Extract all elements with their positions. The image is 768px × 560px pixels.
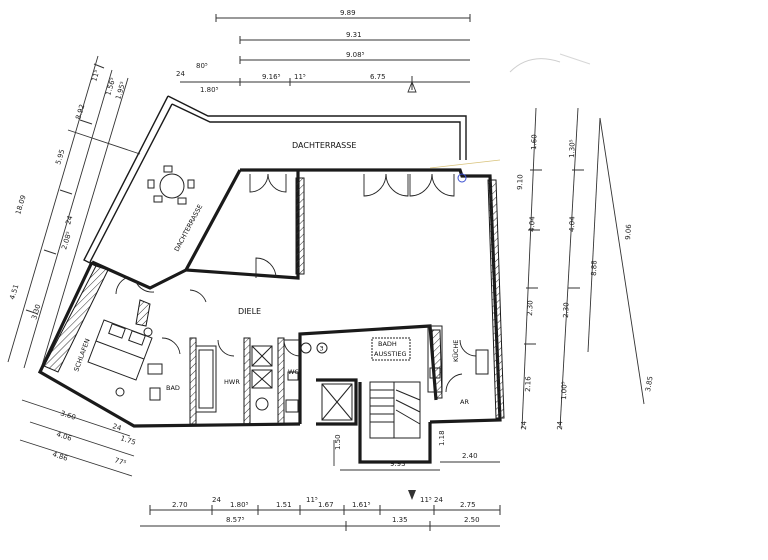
dim-label: 2.30 xyxy=(526,300,535,316)
dim-label: 11⁵ xyxy=(420,496,432,504)
dim-label: 4.04 xyxy=(568,216,577,232)
terrace-outline xyxy=(83,95,467,267)
dim-label: 1.95⁵ xyxy=(114,80,127,100)
dim-label: 8.88 xyxy=(590,260,599,276)
dim-label: 11⁵ xyxy=(306,496,318,504)
dim-label: 9.08⁵ xyxy=(346,51,365,59)
marker-icon xyxy=(457,173,467,183)
dim-label: 9.31 xyxy=(346,31,362,39)
dim-label: 9.06 xyxy=(624,223,633,240)
dimensions-bottom: 2.70 1.80⁵ 1.51 1.67 1.61⁵ 2.75 24 11⁵ 1… xyxy=(140,430,501,531)
dim-label: 1.75 xyxy=(119,434,136,446)
dim-label: 11⁵ xyxy=(90,69,101,83)
room-label-wc: WC xyxy=(288,368,299,376)
dim-label: 3.60 xyxy=(59,409,76,421)
dim-label: 1.80⁵ xyxy=(200,86,219,94)
toilet-icon xyxy=(285,399,299,413)
dim-label: 9.16⁵ xyxy=(262,73,281,81)
dimensions-top: 9.89 9.31 9.08⁵ 9.16⁵ 11⁵ 6.75 80⁵ 1.80⁵… xyxy=(176,9,471,94)
dim-label: 77⁵ xyxy=(113,456,127,467)
walls xyxy=(37,168,505,464)
dim-label: 24 xyxy=(176,70,185,78)
dim-label: 1.60 xyxy=(530,134,539,150)
dim-label: 24 xyxy=(212,496,221,504)
dim-label: 6.75 xyxy=(370,73,386,81)
dim-label: 2.75 xyxy=(460,501,476,509)
washer-icon xyxy=(251,345,273,367)
bed-icon xyxy=(87,319,153,381)
dim-label: 9.89 xyxy=(340,9,356,17)
dim-label: 24 xyxy=(64,214,74,225)
room-label-bad-ausstieg-1: BADH xyxy=(378,340,397,348)
corner-marks xyxy=(509,53,591,73)
dim-label: 8.92 xyxy=(74,103,86,120)
dim-label: 1.18 xyxy=(438,430,446,446)
dim-label: 1.50 xyxy=(334,434,342,450)
table-icon xyxy=(159,173,185,199)
dim-label: 80⁵ xyxy=(196,62,208,70)
dim-label: 1.80⁵ xyxy=(230,501,249,509)
room-label-hwr: HWR xyxy=(224,378,240,386)
dim-label: 2.16 xyxy=(524,376,533,392)
dim-label: 5.95 xyxy=(54,148,66,165)
dim-label: 1.67 xyxy=(318,501,334,509)
dim-label: 24 xyxy=(520,420,528,430)
dim-label: 9.93 xyxy=(390,460,406,468)
dim-label: 2.40 xyxy=(462,452,478,460)
dim-label: 2.08⁵ xyxy=(60,230,73,250)
dimensions-left: 18.09 5.95 8.92 4.51 3.30 2.08⁵ 1.95⁵ 1.… xyxy=(7,55,141,477)
dim-label: 18.09 xyxy=(14,194,28,216)
dim-label: 1.00⁵ xyxy=(560,381,569,400)
dim-label: 2.50 xyxy=(464,516,480,524)
dimensions-right: 1.60 1.30⁵ 4.04 4.04 9.06 8.88 2.30 2.30… xyxy=(516,107,655,430)
dim-label: 4.51 xyxy=(8,283,20,300)
dim-label: 1.61⁵ xyxy=(352,501,371,509)
dim-label: 1.35 xyxy=(392,516,408,524)
marker-number: 3 xyxy=(320,345,324,353)
dim-label: 4.86 xyxy=(51,450,69,463)
dim-label: 11⁵ xyxy=(294,73,306,81)
dim-label: 3.85 xyxy=(644,376,655,393)
doors-windows xyxy=(115,173,477,393)
room-label-diele: DIELE xyxy=(238,307,261,316)
bathtub-icon xyxy=(195,345,217,413)
dim-label: 2.30 xyxy=(562,302,571,318)
dim-label: 2.70 xyxy=(172,501,188,509)
room-label-kueche: KÜCHE xyxy=(451,340,460,362)
dim-label: 1.51 xyxy=(276,501,292,509)
dim-label: 24 xyxy=(111,422,122,433)
dim-label: 24 xyxy=(434,496,443,504)
fixtures: 3 xyxy=(87,159,501,439)
kitchen-counter-icon xyxy=(427,325,443,393)
dim-label: 4.06 xyxy=(55,430,73,443)
room-label-bad: BAD xyxy=(166,384,180,392)
room-label-dachterrasse: DACHTERRASSE xyxy=(292,141,356,150)
dim-label: 24 xyxy=(556,420,564,430)
room-label-bad-ausstieg-2: AUSSTIEG xyxy=(374,350,407,358)
dim-label: 4.04 xyxy=(528,216,537,232)
staircase xyxy=(369,381,421,439)
dim-label: 1.30⁵ xyxy=(568,139,577,158)
room-label-schlafen: SCHLAFEN xyxy=(72,337,91,372)
marker-circle xyxy=(316,342,328,354)
room-label-ar: AR xyxy=(460,398,469,406)
dim-label: 9.10 xyxy=(516,174,525,190)
dim-label: 8.57⁵ xyxy=(226,516,245,524)
